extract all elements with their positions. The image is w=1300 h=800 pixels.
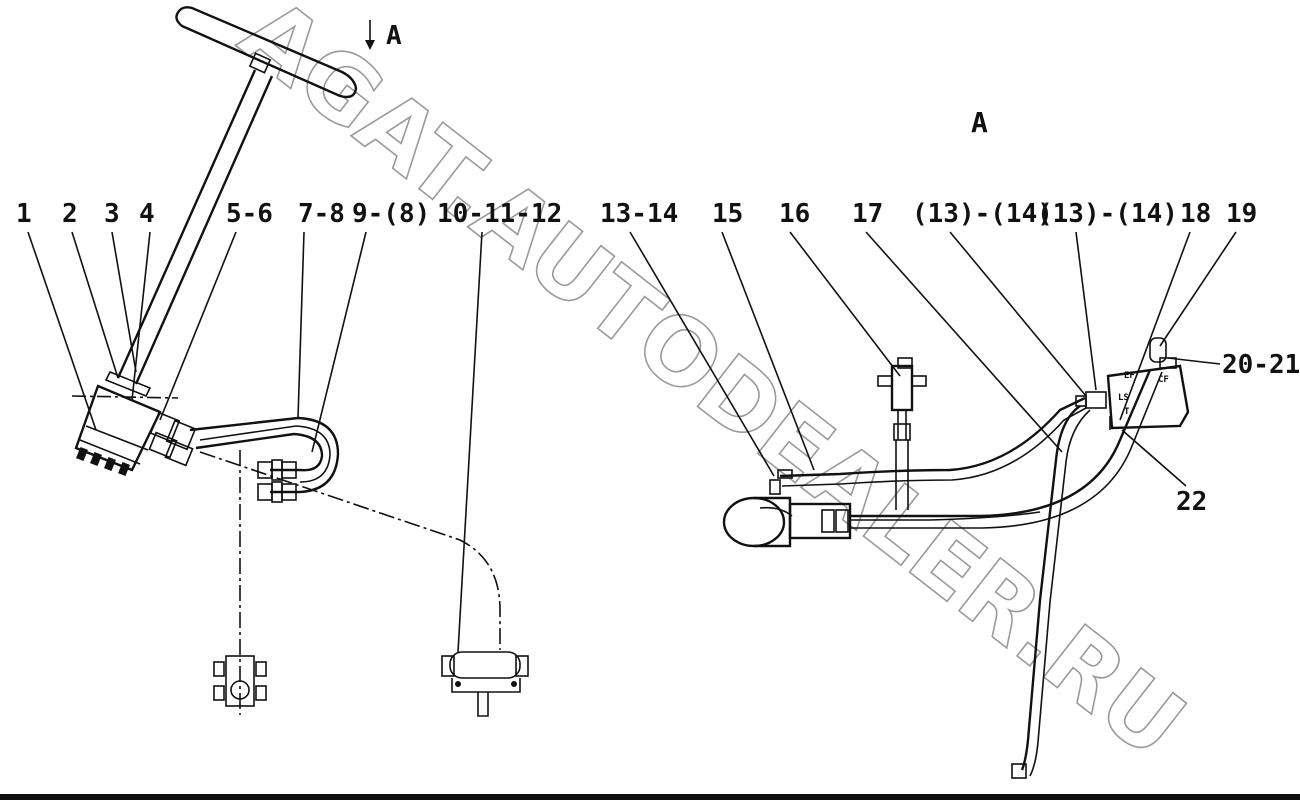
section-title-a: A (971, 106, 988, 139)
label-13-14-b: (13)-(14) (1037, 199, 1178, 229)
label-2: 2 (62, 199, 78, 229)
label-9-8: 9-(8) (352, 199, 430, 229)
hose-15 (779, 396, 1086, 478)
label-15: 15 (712, 199, 743, 229)
port-mark-ef: EF (1124, 371, 1135, 381)
steering-column (116, 69, 274, 385)
steering-column-assembly (71, 6, 529, 717)
steering-wheel (175, 6, 358, 99)
part-labels: 1 2 3 4 5-6 7-8 9-(8) 10-11-12 13-14 15 … (16, 199, 1300, 517)
label-4: 4 (139, 199, 155, 229)
hose-loop-outer (189, 416, 340, 494)
watermark: AGAT.AUTODEALER.RU (221, 0, 1205, 779)
port-mark-t: T (1124, 407, 1130, 417)
steering-unit (74, 384, 162, 472)
view-a-assembly: LS EF CF T (722, 337, 1190, 779)
port-fittings (148, 411, 197, 467)
label-5-6: 5-6 (226, 199, 273, 229)
label-13-14-a: (13)-(14) (912, 199, 1053, 229)
valve-16 (877, 357, 927, 510)
label-1: 1 (16, 199, 32, 229)
watermark-text: AGAT.AUTODEALER.RU (221, 0, 1204, 779)
pipe-17 (1020, 405, 1081, 771)
view-arrow-label: A (386, 21, 402, 51)
manifold (788, 502, 852, 540)
label-19: 19 (1226, 199, 1257, 229)
wheel-hub (248, 52, 272, 74)
label-3: 3 (104, 199, 120, 229)
label-20-21: 20-21 (1222, 350, 1300, 380)
leader-lines (27, 231, 1237, 653)
hose-loop-inner (195, 432, 324, 472)
priority-valve (1075, 337, 1190, 430)
label-17: 17 (852, 199, 883, 229)
detail-clamp-block (441, 651, 529, 717)
label-22: 22 (1176, 487, 1207, 517)
port-mark-ls: LS (1118, 393, 1129, 403)
label-13-14: 13-14 (600, 199, 678, 229)
hose-end-fittings (257, 459, 297, 503)
label-10-11-12: 10-11-12 (437, 199, 562, 229)
detail-block-left (213, 655, 267, 707)
view-arrow: A (365, 20, 402, 51)
port-mark-cf: CF (1158, 375, 1169, 385)
unit-bolts (76, 446, 130, 477)
column-flange (104, 370, 152, 398)
projection-line-2 (199, 451, 501, 650)
steering-pump (722, 496, 786, 548)
label-7-8: 7-8 (298, 199, 345, 229)
label-16: 16 (779, 199, 810, 229)
label-18: 18 (1180, 199, 1211, 229)
hose-18 (850, 369, 1152, 518)
frame-bottom (0, 794, 1300, 800)
